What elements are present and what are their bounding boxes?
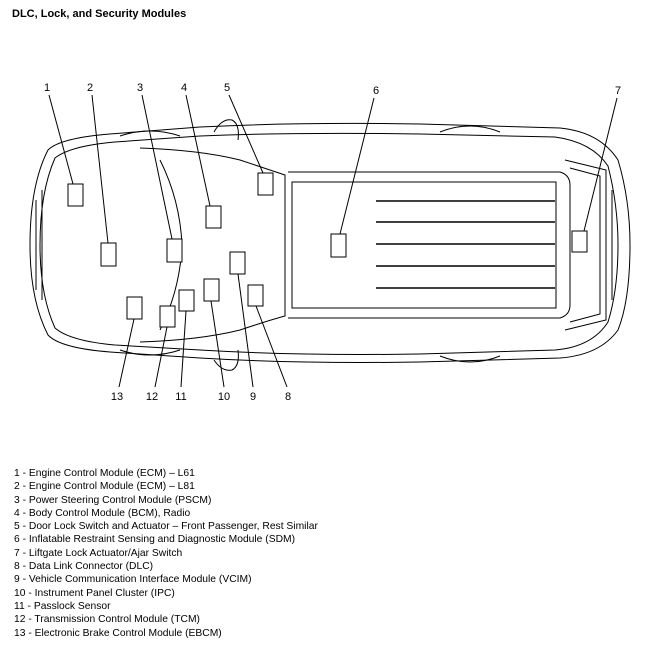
module-box-10	[203, 278, 220, 302]
callout-11: 11	[175, 391, 186, 403]
callout-7: 7	[615, 85, 621, 97]
module-box-11	[178, 289, 195, 312]
callout-13: 13	[111, 391, 123, 403]
module-box-6	[330, 233, 347, 258]
module-box-1	[67, 183, 84, 207]
legend-item: 3 - Power Steering Control Module (PSCM)	[14, 494, 212, 506]
callout-8: 8	[285, 391, 291, 403]
roof-rails	[376, 200, 555, 289]
legend-item: 7 - Liftgate Lock Actuator/Ajar Switch	[14, 547, 183, 559]
module-box-5	[257, 172, 274, 196]
legend-item: 9 - Vehicle Communication Interface Modu…	[14, 574, 252, 586]
legend-item: 11 - Passlock Sensor	[14, 600, 111, 612]
callout-6: 6	[373, 85, 379, 97]
legend-item: 2 - Engine Control Module (ECM) – L81	[14, 481, 195, 493]
legend-item: 8 - Data Link Connector (DLC)	[14, 561, 154, 573]
callout-5: 5	[224, 82, 230, 94]
legend-item: 10 - Instrument Panel Cluster (IPC)	[14, 587, 175, 599]
module-box-4	[205, 205, 222, 229]
callout-2: 2	[87, 82, 93, 94]
callout-4: 4	[181, 82, 187, 94]
module-legend: 1 - Engine Control Module (ECM) – L61 2 …	[14, 467, 318, 640]
leader-lines	[48, 94, 618, 388]
callout-3: 3	[137, 82, 143, 94]
callout-labels: 1 2 3 4 5 6 7 8 9 10 11 12 13	[44, 82, 621, 403]
module-boxes	[67, 172, 588, 328]
diagram-title: DLC, Lock, and Security Modules	[12, 8, 187, 20]
vehicle-module-location-diagram: 1 2 3 4 5 6 7 8 9 10 11 12 13	[29, 82, 631, 403]
module-box-2	[100, 242, 117, 267]
module-box-13	[126, 296, 143, 320]
callout-12: 12	[146, 391, 158, 403]
legend-item: 6 - Inflatable Restraint Sensing and Dia…	[14, 534, 296, 546]
legend-item: 13 - Electronic Brake Control Module (EB…	[14, 627, 222, 639]
legend-item: 4 - Body Control Module (BCM), Radio	[14, 507, 191, 519]
vehicle-outline	[29, 119, 631, 371]
legend-item: 1 - Engine Control Module (ECM) – L61	[14, 468, 195, 479]
callout-1: 1	[44, 82, 50, 94]
callout-9: 9	[250, 391, 256, 403]
module-box-7	[571, 230, 588, 253]
module-box-9	[229, 251, 246, 275]
module-box-8	[247, 284, 264, 307]
legend-item: 5 - Door Lock Switch and Actuator – Fron…	[14, 521, 318, 533]
module-box-3	[166, 238, 183, 263]
module-box-12	[159, 305, 176, 328]
legend-item: 12 - Transmission Control Module (TCM)	[14, 614, 200, 626]
callout-10: 10	[218, 391, 230, 403]
